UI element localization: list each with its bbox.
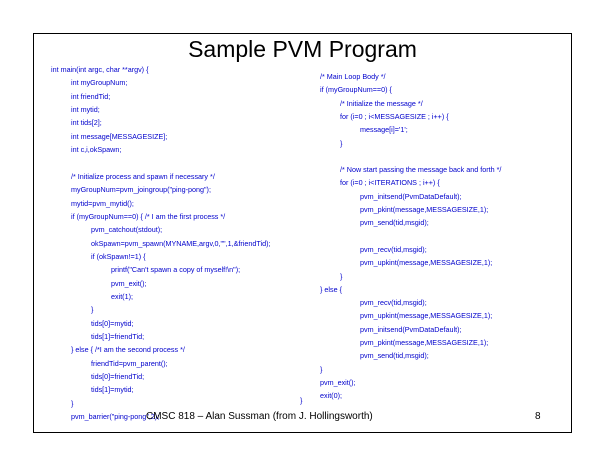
code_left-line: if (okSpawn!=1) {	[91, 251, 146, 261]
page-number: 8	[535, 411, 541, 422]
code_left-line: tids[0]=mytid;	[91, 318, 134, 328]
code_right-line: exit(0);	[320, 391, 342, 401]
code_right-line: /* Now start passing the message back an…	[340, 165, 502, 175]
code_left-line: int main(int argc, char **argv) {	[51, 65, 149, 74]
code_right-line: }	[340, 271, 343, 281]
code_left-line: int tids[2];	[71, 118, 102, 128]
code_left-line: pvm_catchout(stdout);	[91, 225, 163, 235]
code_right-line: for (i=0 ; i<MESSAGESIZE ; i++) {	[340, 111, 449, 121]
code_right-line: }	[340, 138, 343, 148]
code_right-line: pvm_send(tid,msgid);	[360, 351, 429, 361]
code_left-line: myGroupNum=pvm_joingroup("ping-pong");	[71, 185, 211, 195]
code_right-line: pvm_send(tid,msgid);	[360, 218, 429, 228]
code_right-line: for (i=0 ; i<ITERATIONS ; i++) {	[340, 178, 440, 188]
code_right-line: pvm_recv(tid,msgid);	[360, 244, 427, 254]
code_right-line: pvm_initsend(PvmDataDefault);	[360, 324, 462, 334]
code_left-line: mytid=pvm_mytid();	[71, 198, 134, 208]
code_left-line: int myGroupNum;	[71, 78, 128, 88]
code_left-line: int message[MESSAGESIZE];	[71, 131, 168, 141]
code_right-line: pvm_pkint(message,MESSAGESIZE,1);	[360, 338, 489, 347]
code_left-line: okSpawn=pvm_spawn(MYNAME,argv,0,"",1,&fr…	[91, 238, 271, 248]
code_left-line: tids[0]=friendTid;	[91, 372, 145, 382]
code_right-line: /* Main Loop Body */	[320, 72, 386, 81]
code_left-line: tids[1]=friendTid;	[91, 332, 145, 341]
code_left-line: friendTid=pvm_parent();	[91, 358, 168, 368]
code_left-line: if (myGroupNum==0) { /* I am the first p…	[71, 211, 226, 221]
slide-footer: CMSC 818 – Alan Sussman (from J. Holling…	[146, 411, 373, 422]
code_left-line: printf("Can't spawn a copy of myself!\n"…	[111, 265, 241, 275]
code_right-line: pvm_initsend(PvmDataDefault);	[360, 191, 462, 201]
code_right-line: pvm_pkint(message,MESSAGESIZE,1);	[360, 205, 489, 214]
code_right-line: /* Initialize the message */	[340, 98, 423, 108]
code_right-line: pvm_upkint(message,MESSAGESIZE,1);	[360, 311, 493, 321]
code_right-line: }	[300, 396, 303, 405]
code_left-line: }	[91, 305, 94, 315]
code_left-line: int c,i,okSpawn;	[71, 145, 122, 155]
code_left-line: exit(1);	[111, 291, 133, 301]
code_left-line: /* Initialize process and spawn if neces…	[71, 171, 215, 181]
code_right-line: if (myGroupNum==0) {	[320, 85, 392, 95]
code_right-line: pvm_exit();	[320, 377, 356, 387]
code_left-line: int friendTid;	[71, 91, 111, 101]
slide-title: Sample PVM Program	[188, 36, 417, 62]
code_left-line: pvm_exit();	[111, 278, 147, 288]
code_right-line: }	[320, 364, 323, 374]
code_right-line: } else {	[320, 284, 342, 294]
code_left-line: }	[71, 398, 74, 408]
code_left-line: pvm_barrier("ping-pong",2);	[71, 412, 160, 422]
slide-frame	[33, 33, 572, 433]
code_left-line: } else { /*I am the second process */	[71, 345, 185, 355]
code_left-line: tids[1]=mytid;	[91, 385, 134, 395]
code_left-line: int mytid;	[71, 105, 100, 115]
code_right-line: message[i]='1';	[360, 125, 408, 135]
code_right-line: pvm_recv(tid,msgid);	[360, 298, 427, 308]
code_right-line: pvm_upkint(message,MESSAGESIZE,1);	[360, 258, 493, 268]
